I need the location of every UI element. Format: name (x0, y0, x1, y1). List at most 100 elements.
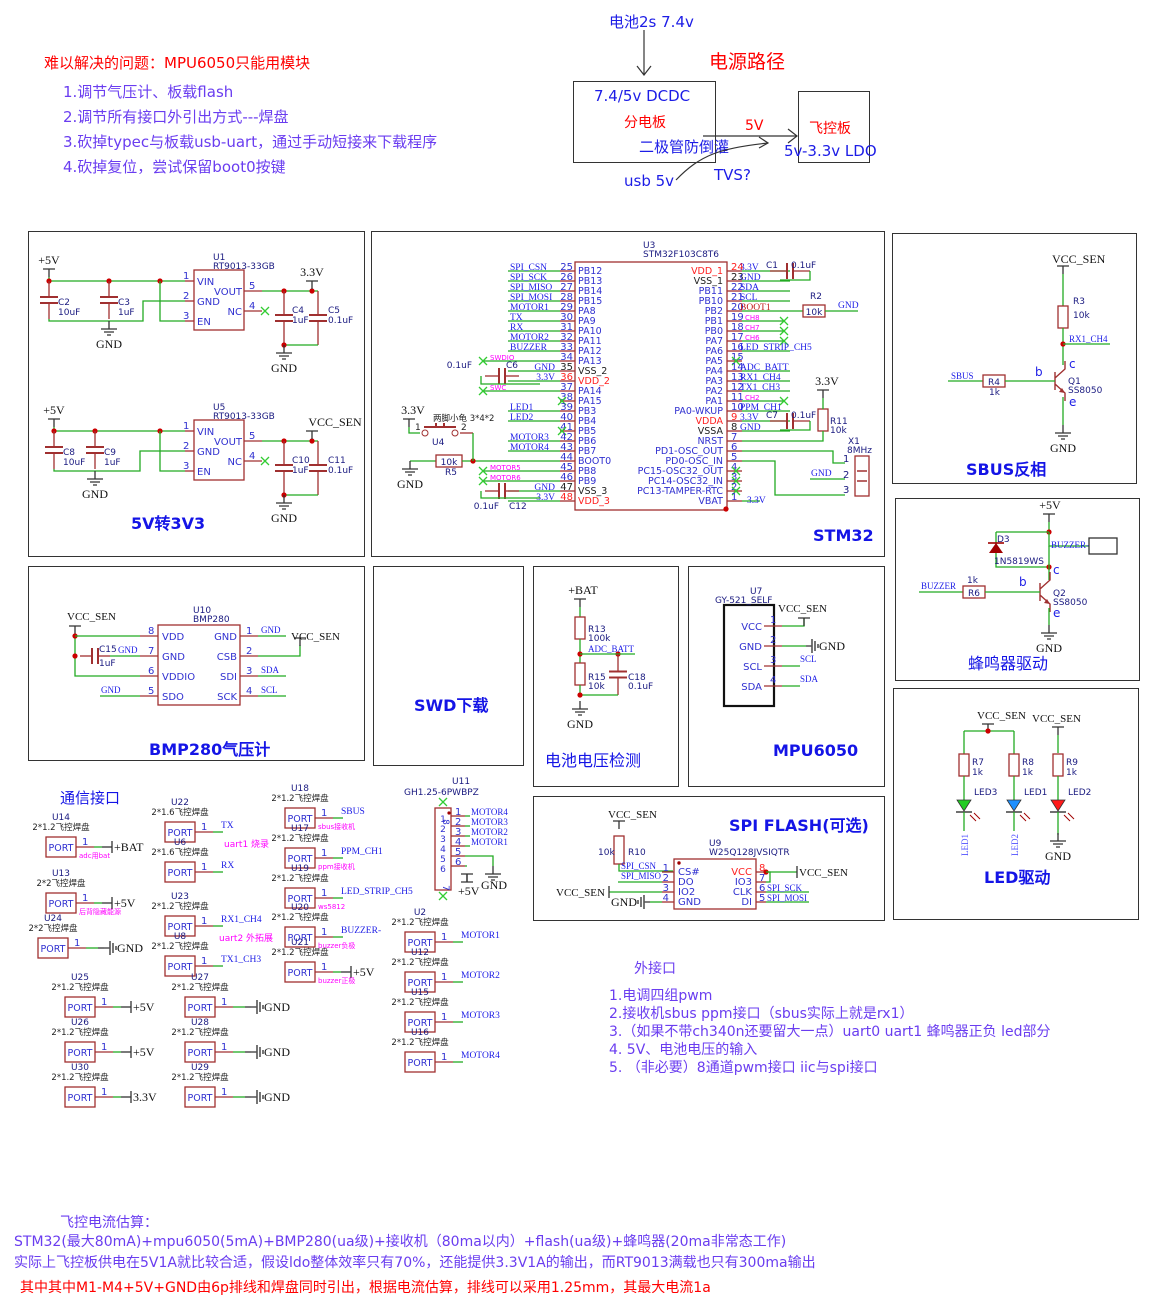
resistor-R10 (613, 835, 625, 865)
external-interface-item: 4. 5V、电池电压的输入 (609, 1042, 758, 1058)
designator: 1k (972, 768, 984, 778)
port-label: PORT (408, 938, 433, 949)
led-icon (1050, 799, 1066, 812)
pin-number: 15 (731, 352, 744, 363)
port-note: buzzer负极 (318, 941, 355, 950)
designator: Q1 (1068, 377, 1081, 387)
wire (742, 460, 845, 496)
pin-name: GND (739, 642, 762, 653)
led-ray (969, 814, 977, 822)
net-label: CH6 (745, 334, 760, 342)
junction-dot (309, 288, 315, 294)
diode-icon (989, 543, 1003, 553)
designator: R13 (588, 625, 606, 635)
designator: R7 (972, 758, 984, 768)
designator: 10k (1073, 311, 1090, 321)
wire (74, 634, 140, 677)
designator: 1N5819WS (994, 557, 1044, 567)
pin-number: 13 (731, 372, 744, 383)
pin-number: 8 (759, 863, 765, 874)
pin-number: 3 (770, 655, 776, 666)
port-note: buzzer正极 (318, 976, 355, 985)
no-connect-icon (779, 336, 789, 346)
link-5v-label: 5V (745, 118, 764, 134)
port-label: PORT (288, 894, 313, 905)
net-label: MOTOR4 (510, 443, 549, 453)
transistor-Q1 (1054, 361, 1066, 401)
pin-number: 1 (101, 997, 107, 1008)
designator: BMP280 (193, 615, 230, 625)
pin-number: 22 (731, 282, 744, 293)
designator: C9 (104, 448, 116, 458)
designator: U7 (750, 587, 762, 597)
net-label: 3.3V (747, 496, 766, 506)
port-type: 2*1.2飞控焊盘 (51, 1072, 109, 1083)
designator: 1k (967, 576, 979, 586)
pin-number: 1 (441, 972, 447, 983)
ground-icon (87, 471, 103, 486)
pin-name: DO (678, 877, 694, 888)
net-label: MOTOR2 (461, 971, 500, 981)
pin-number: 1 (441, 1052, 447, 1063)
net-label: 3.3V (740, 413, 759, 423)
no-connect-icon (557, 426, 567, 436)
net-label: PPM_CH1 (341, 847, 383, 857)
net-label: TX (221, 821, 234, 831)
pin-number: 6 (148, 666, 154, 677)
pin-name: PB0 (705, 326, 723, 337)
no-connect-icon (260, 456, 270, 466)
panel-sbus (892, 233, 1137, 484)
panel-flash (533, 796, 885, 921)
pin-number: 8 (731, 422, 737, 433)
resistor-R9 (1052, 753, 1064, 777)
net-label: SWDIO (490, 354, 515, 362)
capacitor-value: 10uF (63, 458, 85, 468)
arrow-usb (675, 142, 769, 181)
capacitor-value: 1uF (292, 466, 309, 476)
wire (480, 376, 540, 385)
port-label: PORT (408, 1018, 433, 1029)
pin-name: e (1053, 606, 1060, 620)
distribution-board-label: 分电板 (624, 115, 666, 131)
net-label: RX1_CH4 (221, 915, 262, 925)
led-ray (1019, 814, 1027, 822)
led-icon (956, 799, 972, 812)
junction-dot (309, 438, 315, 444)
pin-name: PB6 (578, 436, 596, 447)
designator: U25 (71, 973, 89, 983)
designator: U4 (432, 438, 445, 448)
pin-name: NRST (697, 436, 723, 447)
capacitor-value: 0.1uF (791, 411, 816, 421)
pin-number: 28 (560, 292, 573, 303)
designator: R5 (445, 468, 457, 478)
pin-number: 1 (843, 454, 849, 465)
pin-name: GND (197, 297, 220, 308)
port-label: PORT (188, 1003, 213, 1014)
pin-name: PA6 (705, 346, 723, 357)
pin-number: 32 (560, 332, 573, 343)
pin-number: 1 (321, 808, 327, 819)
pin-name: PC14-OSC32_IN (648, 476, 723, 487)
usb-input-label: usb 5v (624, 172, 675, 190)
net-label: LED_STRIP_CH5 (740, 343, 812, 353)
designator: 10k (588, 682, 605, 692)
pin-name: VDD_1 (691, 266, 723, 277)
port-label: PORT (168, 828, 193, 839)
designator: Q2 (1053, 589, 1066, 599)
pin-number: 41 (560, 422, 573, 433)
pin-number: 20 (731, 302, 744, 313)
net-label: MOTOR3 (461, 1011, 500, 1021)
ground-icon (104, 941, 117, 955)
pin-number: 3 (183, 311, 189, 322)
power-path-title: 电源路径 (709, 51, 786, 73)
pin-number: 3 (843, 485, 849, 496)
pin-name: VCC (741, 622, 762, 633)
pin-number: 1 (201, 862, 207, 873)
port-type: 2*1.2飞控焊盘 (171, 1027, 229, 1038)
pin-name: PA5 (705, 356, 723, 367)
panel-buzzer (895, 498, 1140, 681)
pin-number: 38 (560, 392, 573, 403)
capacitor-value: 0.1uF (328, 316, 353, 326)
designator: U22 (171, 798, 189, 808)
pin-number: 35 (560, 362, 573, 373)
